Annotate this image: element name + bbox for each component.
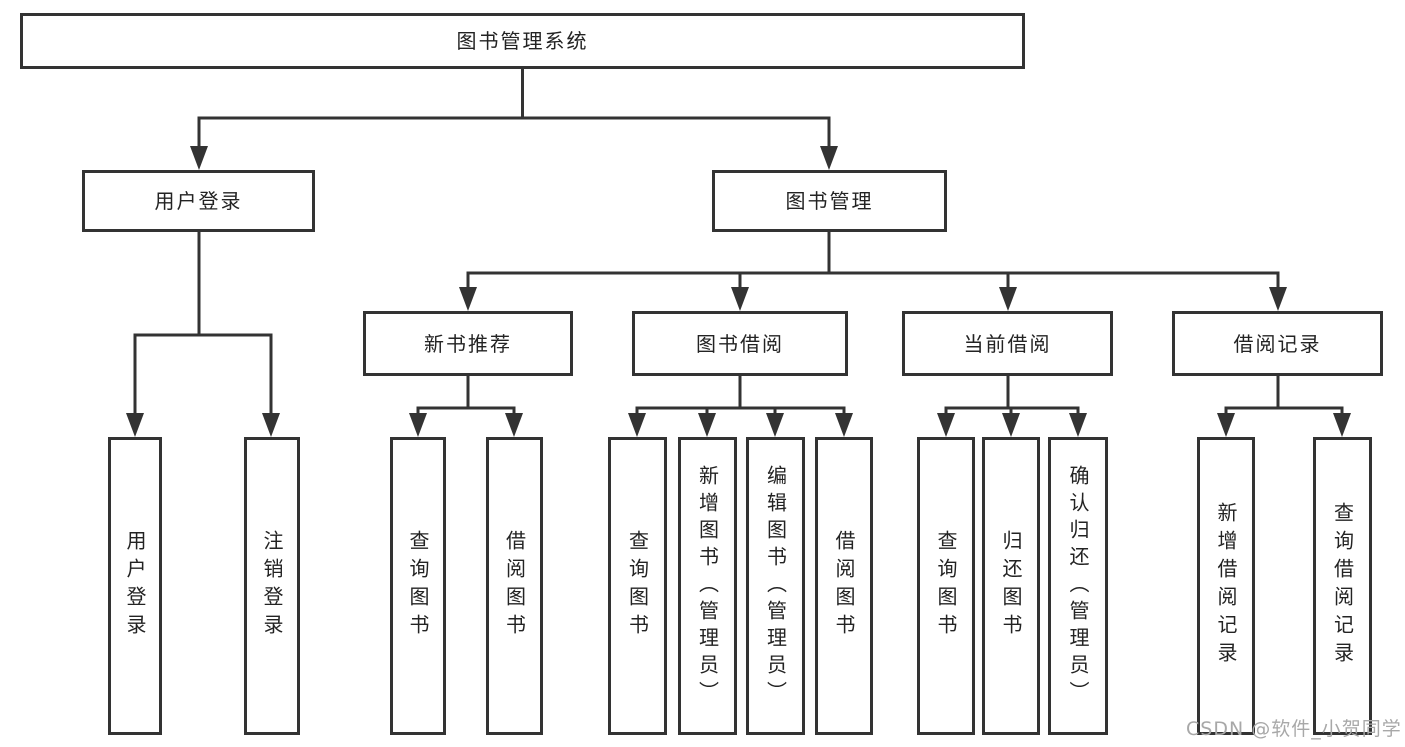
leaf-log-add-record: 新增借阅记录: [1197, 437, 1255, 735]
node-root: 图书管理系统: [20, 13, 1025, 69]
leaf-bor-query-books: 查询图书: [608, 437, 667, 735]
node-user-login-label: 用户登录: [154, 189, 243, 213]
connector-records-to-leaves: [1217, 376, 1351, 437]
leaf-log-query-record: 查询借阅记录: [1313, 437, 1372, 735]
node-new-book-recommend: 新书推荐: [363, 311, 573, 376]
leaf-user-login-label: 用户登录: [123, 530, 147, 642]
node-book-borrow-label: 图书借阅: [696, 331, 784, 356]
connector-user-login-to-leaves: [126, 232, 280, 437]
node-current-borrow: 当前借阅: [902, 311, 1113, 376]
node-book-mgmt-label: 图书管理: [785, 189, 874, 213]
connector-root-to-level2: [190, 69, 838, 170]
leaf-rec-borrow-books: 借阅图书: [486, 437, 543, 735]
node-borrow-records: 借阅记录: [1172, 311, 1383, 376]
leaf-bor-edit-books-label: 编辑图书（管理员）: [763, 464, 788, 708]
csdn-watermark: CSDN @软件_小贺同学: [1186, 718, 1402, 740]
node-borrow-records-label: 借阅记录: [1233, 331, 1322, 356]
leaf-logout-label: 注销登录: [260, 530, 284, 642]
leaf-cur-return-books-label: 归还图书: [999, 530, 1023, 642]
node-current-borrow-label: 当前借阅: [963, 331, 1052, 356]
node-user-login: 用户登录: [82, 170, 315, 232]
connector-current-to-leaves: [937, 376, 1087, 437]
node-new-book-recommend-label: 新书推荐: [424, 331, 512, 356]
node-root-label: 图书管理系统: [456, 29, 589, 53]
leaf-cur-query-books: 查询图书: [917, 437, 975, 735]
connector-new-rec-to-leaves: [409, 376, 523, 437]
leaf-bor-borrow-books-label: 借阅图书: [832, 530, 856, 642]
node-book-mgmt: 图书管理: [712, 170, 947, 232]
leaf-log-query-record-label: 查询借阅记录: [1330, 502, 1355, 670]
leaf-bor-edit-books: 编辑图书（管理员）: [746, 437, 805, 735]
leaf-cur-confirm-return: 确认归还（管理员）: [1048, 437, 1108, 735]
leaf-bor-add-books: 新增图书（管理员）: [678, 437, 737, 735]
leaf-log-add-record-label: 新增借阅记录: [1214, 502, 1238, 670]
leaf-rec-query-books-label: 查询图书: [406, 530, 430, 642]
leaf-rec-borrow-books-label: 借阅图书: [502, 530, 527, 642]
leaf-rec-query-books: 查询图书: [390, 437, 446, 735]
leaf-user-login: 用户登录: [108, 437, 162, 735]
leaf-bor-add-books-label: 新增图书（管理员）: [695, 464, 720, 708]
node-book-borrow: 图书借阅: [632, 311, 848, 376]
connector-book-mgmt-to-level3: [459, 232, 1287, 311]
leaf-bor-query-books-label: 查询图书: [625, 530, 650, 642]
leaf-cur-query-books-label: 查询图书: [934, 530, 958, 642]
leaf-logout: 注销登录: [244, 437, 300, 735]
leaf-cur-confirm-return-label: 确认归还（管理员）: [1066, 464, 1090, 708]
leaf-bor-borrow-books: 借阅图书: [815, 437, 873, 735]
leaf-cur-return-books: 归还图书: [982, 437, 1040, 735]
connector-borrow-to-leaves: [628, 376, 853, 437]
